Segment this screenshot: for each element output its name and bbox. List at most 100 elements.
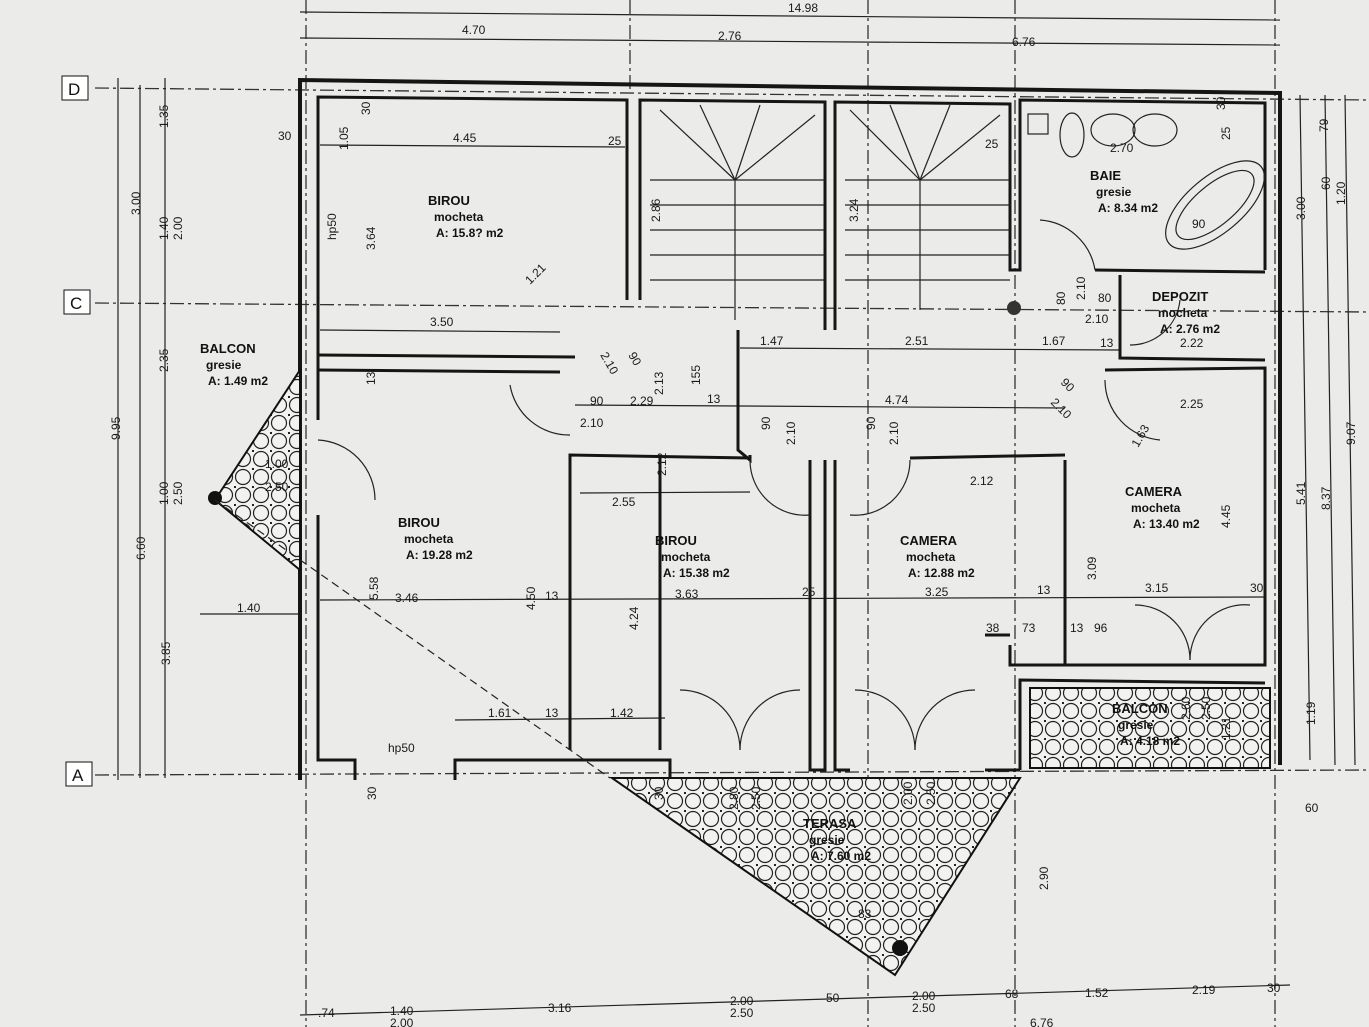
dimension-label: 30 [652, 786, 666, 800]
room-area: A: 4.18 m2 [1120, 734, 1180, 748]
dimension-label: 2.90 [1037, 866, 1051, 890]
dimension-label: 4.70 [462, 23, 486, 37]
dimension-lines [117, 11, 1356, 1016]
dimension-label: 3.64 [364, 226, 378, 250]
dimension-label: 2.86 [649, 198, 663, 222]
dimension-label: hp50 [325, 213, 339, 240]
dimension-label: 13 [364, 371, 378, 385]
dimension-label: 2.50 [1199, 696, 1213, 720]
dimension-label: 1.42 [610, 706, 634, 720]
dimension-label: 2.35 [157, 348, 171, 372]
axis-marker-a [65, 761, 93, 787]
dimension-label: 50 [826, 991, 840, 1005]
dimension-label: 1.47 [760, 334, 784, 348]
dimension-label: 2.10 [887, 421, 901, 445]
dimension-label: 1.67 [1042, 334, 1066, 348]
dimension-label: 1.40 [237, 601, 261, 615]
dimension-label: 3.15 [1145, 581, 1169, 595]
balcony-right-tiles [1029, 687, 1271, 769]
dimension-label: 2.10 [1085, 312, 1109, 326]
dimension-label: 2.00 [912, 989, 936, 1003]
dimension-label: 8.37 [1319, 486, 1333, 510]
room-area: A: 1.49 m2 [208, 374, 268, 388]
dimension-label: 2.10 [580, 416, 604, 430]
axis-label-c: C [70, 294, 82, 313]
dimension-label: 1.05 [337, 126, 351, 150]
dimension-label: 13 [1100, 336, 1114, 350]
dimension-label: 25 [1219, 126, 1233, 140]
room-area: A: 15.8? m2 [436, 226, 504, 240]
room-area: A: 12.88 m2 [908, 566, 975, 580]
room-name: DEPOZIT [1152, 289, 1208, 304]
column-marker [1007, 301, 1021, 315]
room-name: BIROU [655, 533, 697, 548]
dimension-label: 3.00 [129, 191, 143, 215]
room-floor: mocheta [434, 210, 484, 224]
dimension-label: 3.09 [1085, 556, 1099, 580]
dimension-label: 9.07 [1344, 421, 1358, 445]
dimension-label: 2.50 [912, 1001, 936, 1015]
axis-markers: D C A [61, 75, 93, 787]
dimension-label: 2.60 [1179, 696, 1193, 720]
dimension-label: 2.10 [1074, 276, 1088, 300]
dimension-label: 3.25 [925, 585, 949, 599]
dimension-label: 80 [1098, 291, 1112, 305]
dimension-label: 3.63 [675, 587, 699, 601]
bathroom-fixtures [1027, 112, 1265, 250]
dimension-label: 96 [1094, 621, 1108, 635]
dimension-label: 5.58 [367, 576, 381, 600]
dimension-label: 90 [590, 394, 604, 408]
dimension-label: 2.55 [612, 495, 636, 509]
dimension-label: 2.12 [970, 474, 994, 488]
dimension-label: 90 [625, 350, 644, 369]
dimension-label: 4.24 [627, 606, 641, 630]
dimension-label: 4.50 [524, 586, 538, 610]
dimension-label: 68 [1005, 987, 1019, 1001]
dimension-label: 1.19 [1304, 701, 1318, 725]
dimension-label: 1.20 [1334, 181, 1348, 205]
dimension-label: 1.21 [1219, 716, 1233, 740]
room-floor: gresie [1096, 185, 1132, 199]
dimension-label: 25 [608, 134, 622, 148]
dimension-label: 3.46 [395, 591, 419, 605]
dimension-label: 2.00 [730, 994, 754, 1008]
dimension-label: 30 [365, 786, 379, 800]
column-marker [892, 940, 908, 956]
dimension-label: 60 [1305, 801, 1319, 815]
dimension-label: 2.29 [630, 394, 654, 408]
dimension-label: 2.22 [1180, 336, 1204, 350]
door-swings [317, 219, 1251, 751]
room-name: BIROU [428, 193, 470, 208]
dimension-label: 2.70 [1110, 141, 1134, 155]
room-floor: mocheta [404, 532, 454, 546]
dimension-label: 13 [707, 392, 721, 406]
dimension-label: 2.50 [265, 480, 289, 494]
dimension-label: 38 [986, 621, 1000, 635]
dimension-label: 2.51 [905, 334, 929, 348]
axis-label-a: A [72, 766, 84, 785]
dimension-label: 13 [1070, 621, 1084, 635]
dimension-label: 14.98 [788, 1, 818, 15]
dimension-label: 2.80 [727, 786, 741, 810]
room-name: CAMERA [1125, 484, 1183, 499]
dimension-label: 25 [985, 137, 999, 151]
dimension-label: 3.24 [847, 198, 861, 222]
room-floor: gresie [1118, 718, 1154, 732]
room-area: A: 15.38 m2 [663, 566, 730, 580]
dimension-label: 1.40 [157, 216, 171, 240]
room-area: A: 8.34 m2 [1098, 201, 1158, 215]
dimension-label: 30 [1267, 981, 1281, 995]
dimension-label: 80 [1054, 291, 1068, 305]
dimension-label: 1.52 [1085, 986, 1109, 1000]
dimension-label: 13 [545, 589, 559, 603]
dimension-label: 2.50 [924, 781, 938, 805]
dimension-label: 90 [759, 416, 773, 430]
room-name: BALCON [200, 341, 256, 356]
room-name: BAIE [1090, 168, 1121, 183]
dimension-label: 3.50 [430, 315, 454, 329]
dimension-label: 2.00 [171, 216, 185, 240]
room-name: BIROU [398, 515, 440, 530]
dimension-label: 2.19 [1192, 983, 1216, 997]
